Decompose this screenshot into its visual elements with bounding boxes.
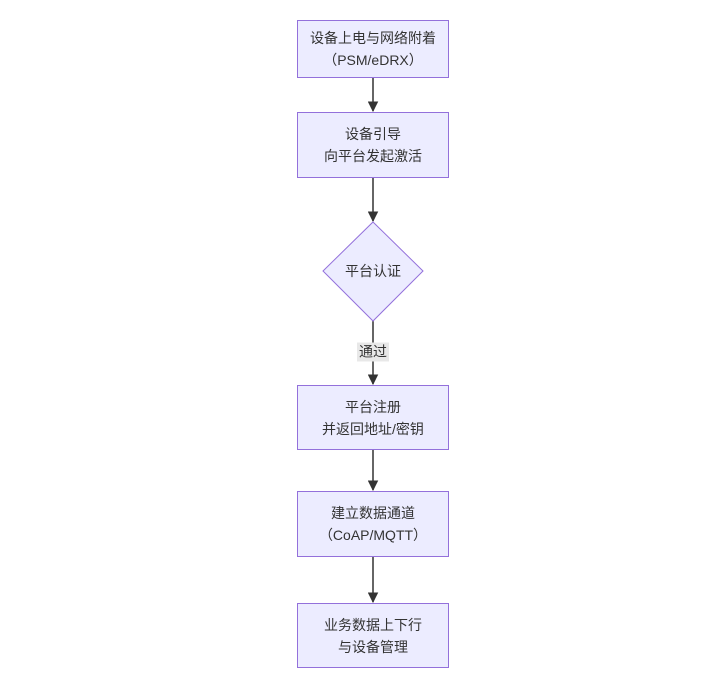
flow-node-platform-register: 平台注册 并返回地址/密钥: [297, 385, 449, 450]
node-line: 平台注册: [345, 398, 401, 415]
node-line: 并返回地址/密钥: [322, 420, 424, 437]
node-line: 与设备管理: [338, 638, 408, 655]
flow-node-data-channel: 建立数据通道 （CoAP/MQTT）: [297, 491, 449, 557]
node-line: 业务数据上下行: [324, 616, 422, 633]
flow-node-platform-auth-label: 平台认证: [345, 263, 401, 279]
node-line: （PSM/eDRX）: [323, 52, 423, 68]
node-line: 设备上电与网络附着: [310, 30, 436, 46]
flow-node-business-data: 业务数据上下行 与设备管理: [297, 603, 449, 668]
decision-diamond-shape: [322, 221, 424, 322]
edge-label-pass: 通过: [357, 342, 389, 362]
node-line: （CoAP/MQTT）: [318, 527, 428, 543]
node-line: 设备引导: [345, 126, 401, 142]
node-line: 建立数据通道: [331, 505, 415, 521]
node-line: 向平台发起激活: [324, 148, 422, 164]
flow-node-power-attach: 设备上电与网络附着 （PSM/eDRX）: [297, 20, 449, 78]
flow-node-bootstrap: 设备引导 向平台发起激活: [297, 112, 449, 178]
